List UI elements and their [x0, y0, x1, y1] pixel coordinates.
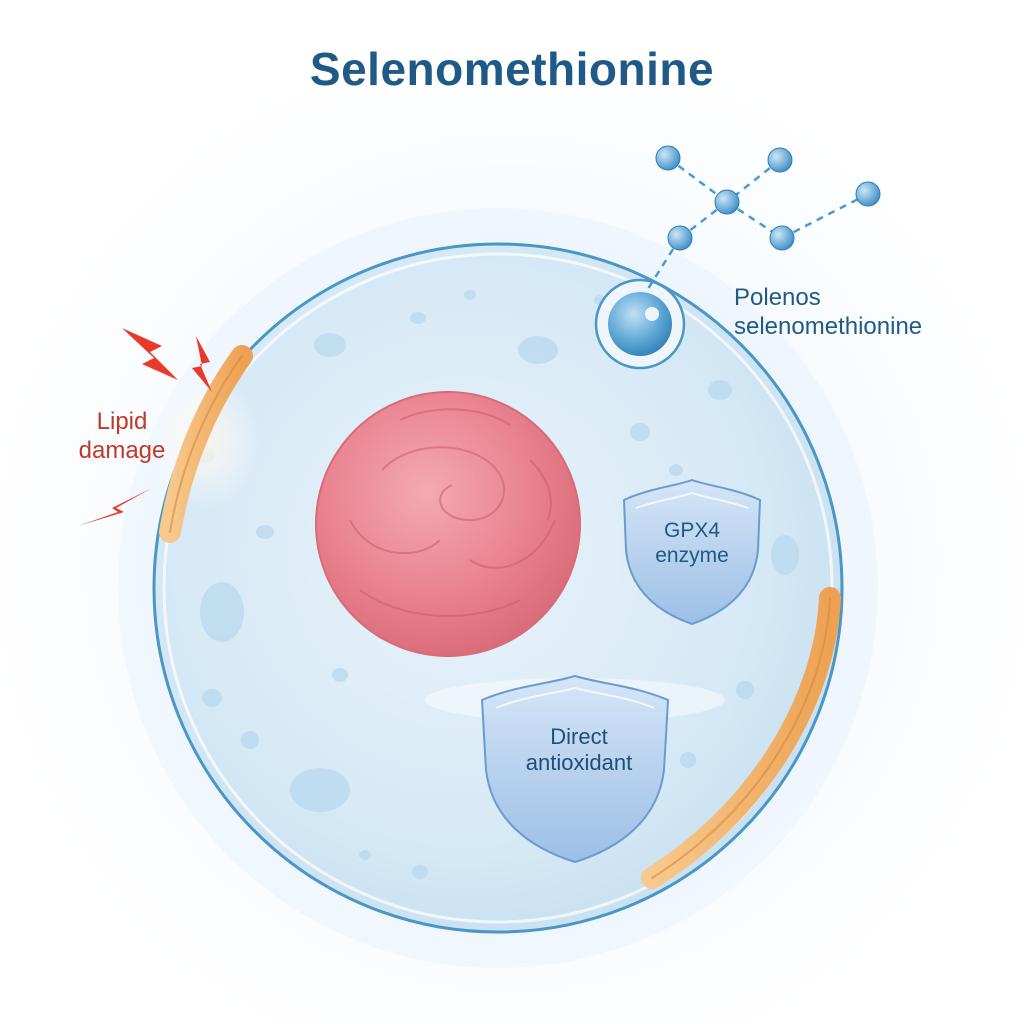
shield-icon	[480, 674, 670, 864]
selenomethionine-line1: Polenos	[734, 284, 821, 311]
nucleus-texture	[349, 408, 556, 618]
gpx4-line1: GPX4	[663, 519, 721, 542]
lightning-bolt-icon	[78, 328, 212, 526]
selenomethionine-particle	[608, 292, 672, 356]
lipid-damage-label: Lipid damage	[52, 408, 192, 466]
gpx4-line2: enzyme	[655, 544, 729, 568]
direct-line2: antioxidant	[525, 750, 633, 776]
selenomethionine-label: Polenos selenomethionine	[734, 284, 994, 342]
diagram-title: Selenomethionine	[309, 43, 715, 95]
lipid-damage-line2: damage	[78, 436, 166, 464]
nucleus	[315, 391, 581, 657]
gpx4-enzyme-label: GPX4 enzyme	[622, 518, 762, 568]
shield-icon	[622, 478, 762, 626]
molecule-icon	[644, 145, 881, 293]
direct-antioxidant-label: Direct antioxidant	[484, 724, 674, 777]
direct-line1: Direct	[550, 724, 608, 749]
lipid-damage-line1: Lipid	[96, 408, 148, 435]
selenomethionine-line2: selenomethionine	[734, 312, 923, 340]
